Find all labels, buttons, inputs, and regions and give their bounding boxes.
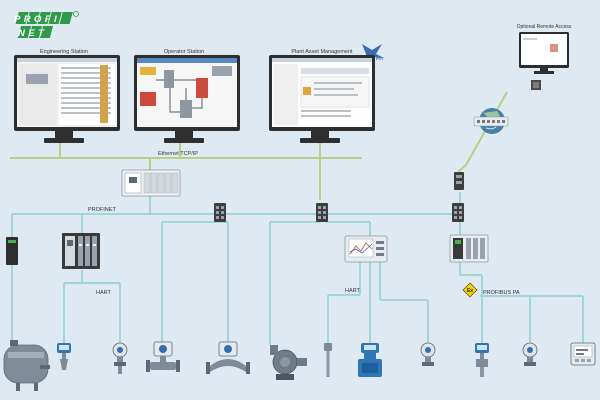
asset-management-label: Plant Asset Management [291, 49, 353, 55]
ethernet-label: Ethernet TCP/IP [158, 151, 198, 157]
display-indicator-icon [344, 235, 388, 263]
remote-access-station: Optional Remote Access [517, 24, 572, 90]
asset-management-station: Plant Asset Management FDT [269, 44, 384, 143]
pump-icon [270, 345, 307, 380]
profinet-network [11, 192, 584, 345]
flow-meter-icon [146, 341, 180, 372]
switch-icon [214, 203, 226, 222]
fdt-badge: FDT [376, 56, 384, 61]
pressure-transmitter-icon [522, 342, 538, 366]
flow-meter-icon [206, 341, 250, 374]
display-indicator-icon [570, 342, 596, 366]
logo-line1: PROFI [14, 14, 60, 25]
level-transmitter-icon [420, 342, 436, 366]
flow-meter-icon [358, 343, 382, 377]
temperature-sensor-icon [324, 343, 332, 377]
gateway-io-icon [449, 234, 489, 263]
hart-right-label: HART [345, 288, 361, 294]
switch-icon [452, 203, 464, 222]
hart-left-label: HART [96, 290, 112, 296]
remote-access-label: Optional Remote Access [517, 24, 572, 30]
gateway-icon [473, 116, 509, 127]
pressure-transmitter-icon [112, 342, 128, 374]
logo-line2: NET [18, 28, 47, 39]
engineering-station-label: Engineering Station [40, 49, 88, 55]
engineering-station: Engineering Station [14, 49, 120, 143]
profibus-label: PROFIBUS PA [483, 290, 520, 296]
flow-meter-icon [475, 343, 489, 377]
profinet-label: PROFINET [88, 207, 116, 213]
controller-icon [121, 169, 181, 197]
switch-icon [454, 172, 464, 190]
flow-meter-icon [57, 343, 71, 370]
switch-icon [316, 203, 328, 222]
interface-module-icon [6, 237, 18, 265]
tank-icon [3, 340, 50, 391]
profinet-logo-icon: PROFI NET [14, 11, 79, 39]
ex-zone-icon: Ex [462, 282, 478, 298]
operator-station-label: Operator Station [164, 49, 204, 55]
remote-io-icon [62, 233, 100, 269]
ex-symbol: Ex [467, 288, 473, 294]
operator-station: Operator Station [134, 49, 240, 143]
